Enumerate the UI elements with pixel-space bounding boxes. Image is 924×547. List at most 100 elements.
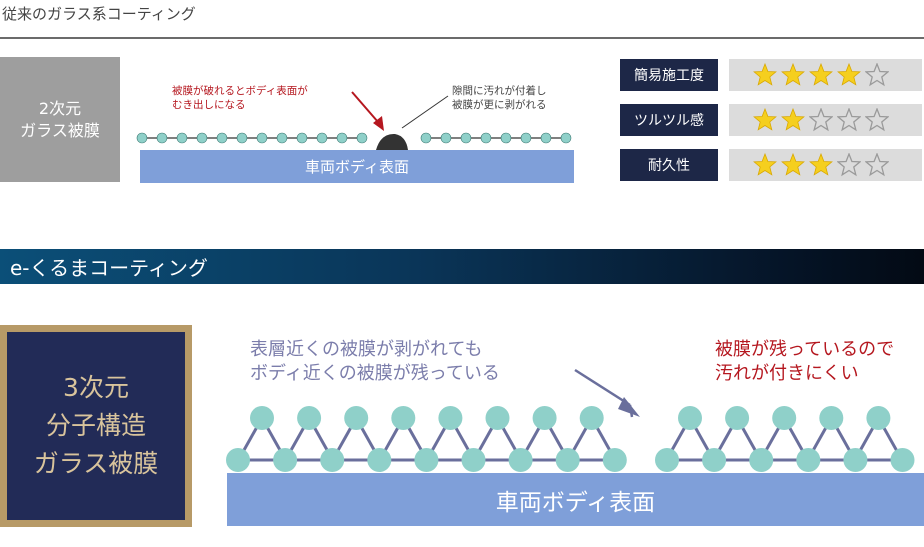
section-band-ecoating	[0, 249, 924, 284]
molecule-node	[480, 132, 492, 144]
dirt-gap-note: 隙間に汚れが付着し 被膜が更に剥がれる	[452, 84, 547, 112]
dirt-note-line1: 隙間に汚れが付着し	[452, 85, 547, 97]
stars-ease	[753, 63, 889, 87]
molecule-node	[532, 406, 557, 430]
molecule-node	[276, 132, 288, 144]
2d-box-line2: ガラス被膜	[20, 120, 100, 140]
rating-bar-ease	[729, 59, 922, 91]
molecule-node	[520, 132, 532, 144]
molecule-node	[772, 406, 797, 430]
remaining-note-line2: ボディ近くの被膜が残っている	[250, 363, 500, 384]
car-body-surface-2d: 車両ボディ表面	[140, 150, 574, 183]
molecule-node	[391, 406, 416, 430]
star-filled-icon	[837, 63, 861, 86]
star-empty-icon	[865, 153, 889, 177]
molecule-node	[356, 132, 368, 144]
molecule-node	[866, 406, 891, 430]
star-filled-icon	[781, 63, 805, 86]
exposed-note-line1: 被膜が破れるとボディ表面が	[172, 85, 308, 97]
star-filled-icon	[809, 63, 833, 86]
3d-box-line1: 3次元	[63, 373, 129, 402]
section-title-conventional: 従来のガラス系コーティング	[2, 5, 196, 23]
molecule-node	[236, 132, 248, 144]
molecule-node	[367, 448, 392, 472]
molecule-node	[296, 132, 308, 144]
star-filled-icon	[781, 108, 805, 131]
molecule-node	[796, 448, 821, 472]
molecule-node	[702, 448, 727, 472]
section-divider	[0, 37, 924, 39]
gray-pointer-line	[401, 95, 449, 129]
star-empty-icon	[865, 108, 889, 132]
dirt-note-line2: 被膜が更に剥がれる	[452, 99, 547, 111]
2d-chain-diagram	[136, 91, 572, 150]
dirt-deposit	[376, 133, 408, 150]
rating-bar-smoothness	[729, 104, 922, 136]
remaining-note-line1: 表層近くの被膜が剥がれても	[250, 339, 483, 360]
molecule-node	[256, 132, 268, 144]
car-body-surface-3d: 車両ボディ表面	[227, 473, 924, 526]
stain-note-line1: 被膜が残っているので	[715, 339, 895, 360]
molecule-node	[320, 448, 345, 472]
section-title-ecoating: e-くるまコーティング	[10, 256, 208, 280]
molecule-node	[336, 132, 348, 144]
molecule-node	[555, 448, 580, 472]
3d-box-line3: ガラス被膜	[33, 449, 159, 478]
star-filled-icon	[753, 63, 777, 86]
rating-label-ease: 簡易施工度	[620, 59, 718, 91]
molecule-node	[316, 132, 328, 144]
exposed-note-line2: むき出しになる	[172, 99, 246, 111]
2d-coating-box: 2次元 ガラス被膜	[0, 57, 120, 182]
star-filled-icon	[753, 108, 777, 131]
molecule-node	[602, 448, 627, 472]
exposed-surface-note: 被膜が破れるとボディ表面が むき出しになる	[172, 84, 308, 112]
stain-resistant-note: 被膜が残っているので 汚れが付きにくい	[715, 338, 894, 386]
star-empty-icon	[837, 108, 861, 132]
molecule-node	[508, 448, 533, 472]
purple-pointer-arrowhead	[618, 397, 640, 417]
rating-label-smoothness: ツルツル感	[620, 104, 718, 136]
star-empty-icon	[865, 63, 889, 87]
molecule-node	[136, 132, 148, 144]
molecule-node	[819, 406, 844, 430]
molecule-node	[176, 132, 188, 144]
molecule-node	[655, 448, 679, 472]
molecule-node	[250, 406, 274, 430]
molecule-node	[156, 132, 168, 144]
purple-pointer-line	[574, 368, 631, 407]
star-empty-icon	[837, 153, 861, 177]
rating-label-durability: 耐久性	[620, 149, 718, 181]
2d-box-line1: 2次元	[38, 98, 82, 118]
molecule-node	[297, 406, 322, 430]
stars-smoothness	[753, 108, 889, 132]
rating-bar-durability	[729, 149, 922, 181]
molecule-node	[843, 448, 868, 472]
molecule-node	[579, 406, 604, 430]
3d-lattice-diagram	[226, 368, 915, 472]
molecule-node	[485, 406, 510, 430]
molecule-node	[420, 132, 432, 144]
star-filled-icon	[753, 153, 777, 176]
2d-molecule-chain	[136, 132, 572, 144]
3d-molecule-lattice	[226, 406, 915, 472]
molecule-node	[678, 406, 702, 430]
remaining-film-note: 表層近くの被膜が剥がれても ボディ近くの被膜が残っている	[250, 338, 500, 386]
molecule-node	[226, 448, 250, 472]
molecule-node	[500, 132, 512, 144]
molecule-node	[414, 448, 439, 472]
3d-coating-box: 3次元 分子構造 ガラス被膜	[7, 332, 185, 520]
molecule-node	[725, 406, 750, 430]
star-filled-icon	[781, 153, 805, 176]
3d-box-line2: 分子構造	[45, 411, 146, 440]
molecule-node	[344, 406, 369, 430]
molecule-node	[438, 406, 463, 430]
red-pointer-arrowhead	[373, 116, 384, 131]
red-pointer-line	[351, 91, 379, 123]
molecule-node	[461, 448, 486, 472]
molecule-node	[890, 448, 915, 472]
molecule-node	[560, 132, 572, 144]
molecule-node	[440, 132, 452, 144]
stars-durability	[753, 153, 889, 177]
molecule-node	[273, 448, 298, 472]
stain-note-line2: 汚れが付きにくい	[715, 363, 859, 384]
